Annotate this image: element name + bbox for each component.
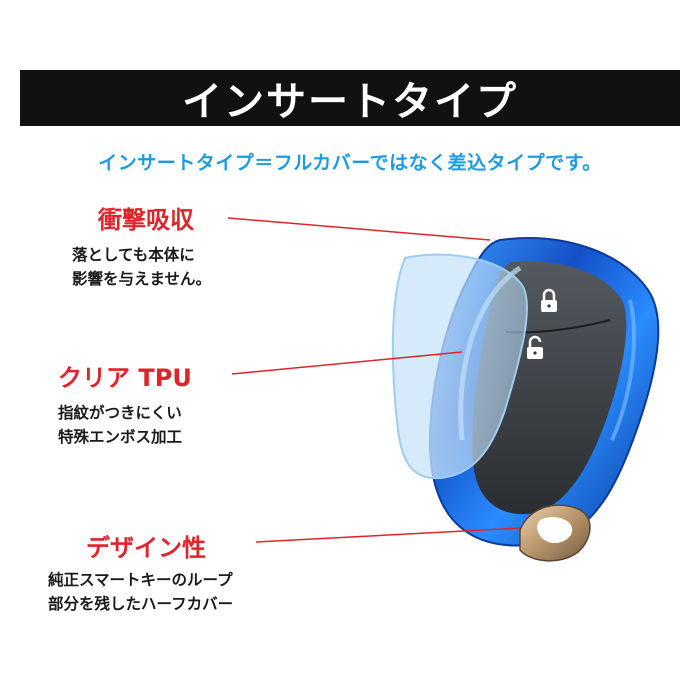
feature-desc-line: 落としても本体に	[72, 246, 195, 264]
feature-desc-line: 純正スマートキーのループ	[48, 571, 233, 589]
page-subtitle: インサートタイプ＝フルカバーではなく差込タイプです。	[98, 152, 602, 174]
feature-title-impact: 衝撃吸収	[98, 206, 194, 234]
feature-title-design: デザイン性	[86, 534, 206, 562]
feature-desc-design: 純正スマートキーのループ 部分を残したハーフカバー	[48, 568, 233, 616]
feature-desc-impact: 落としても本体に 影響を与えません。	[72, 243, 211, 291]
key-loop	[519, 504, 591, 562]
feature-title-tpu: クリア TPU	[58, 364, 192, 392]
unlock-icon	[527, 335, 543, 359]
feature-desc-line: 影響を与えません。	[72, 270, 212, 288]
lock-icon	[541, 288, 557, 312]
feature-desc-line: 特殊エンボス加工	[58, 428, 183, 446]
feature-desc-line: 指紋がつきにくい	[58, 404, 182, 422]
feature-desc-tpu: 指紋がつきにくい 特殊エンボス加工	[58, 401, 182, 449]
feature-desc-line: 部分を残したハーフカバー	[48, 595, 234, 613]
page-title: インサートタイプ	[182, 79, 518, 125]
title-bar: インサートタイプ	[20, 70, 680, 126]
